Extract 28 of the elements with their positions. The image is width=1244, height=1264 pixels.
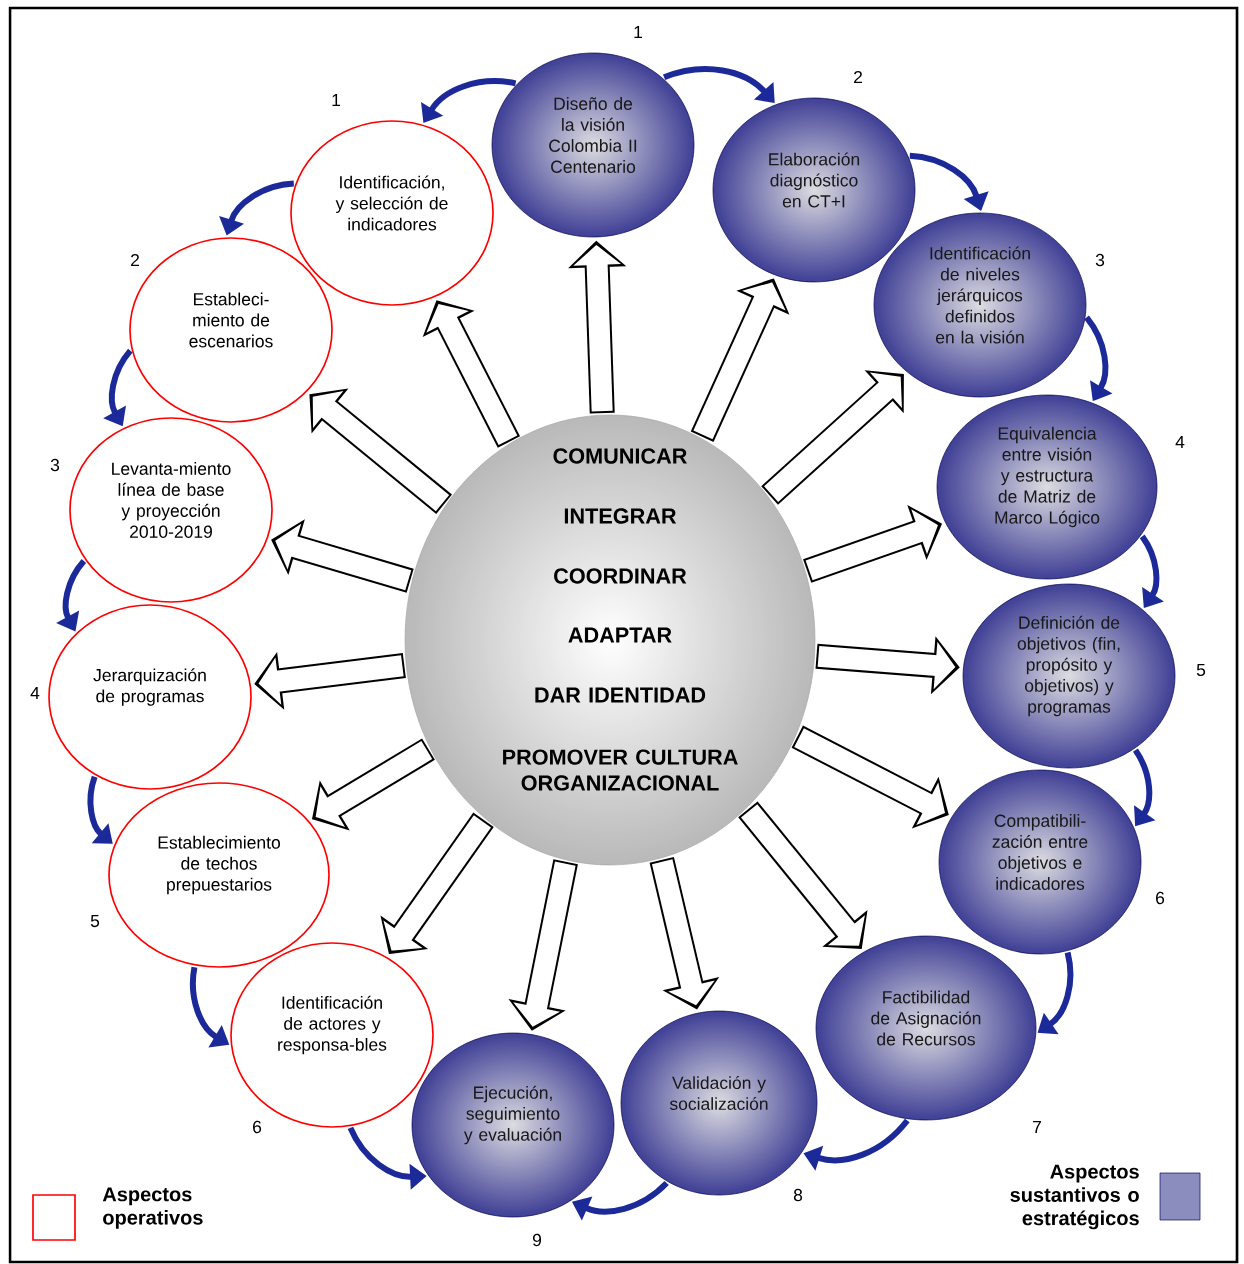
step-number: 9 [532, 1233, 542, 1247]
block-arrow [761, 370, 904, 505]
step-number: 4 [30, 687, 40, 700]
step-number: 1 [634, 26, 642, 38]
step-number: 8 [793, 1188, 803, 1202]
curved-arrow [421, 78, 517, 123]
block-arrow [422, 300, 521, 448]
step-number: 4 [1175, 436, 1185, 448]
center-label: COORDINAR [554, 568, 687, 584]
step-number: 3 [50, 458, 60, 472]
step-number: 3 [1095, 253, 1105, 267]
step-number: 2 [854, 70, 862, 84]
step-number: 5 [1196, 663, 1206, 677]
step-number: 6 [253, 1120, 262, 1134]
legend-label: Aspectos sustantivos o estratégicos [1010, 1164, 1139, 1230]
step-number: 2 [131, 253, 139, 267]
step-number: 5 [90, 914, 100, 928]
step-number: 6 [1156, 891, 1165, 905]
center-label: ADAPTAR [568, 627, 672, 643]
step-number: 1 [332, 94, 340, 106]
curved-arrow [572, 1180, 669, 1221]
legend-label: Aspectos operativos [102, 1187, 203, 1229]
center-label: PROMOVER CULTURA ORGANIZACIONAL [503, 749, 738, 791]
center-label: INTEGRAR [564, 508, 677, 524]
step-number: 7 [1033, 1121, 1041, 1134]
curved-arrow [87, 775, 113, 844]
center-label: COMUNICAR [553, 448, 687, 464]
center-label: DAR IDENTIDAD [535, 687, 706, 703]
